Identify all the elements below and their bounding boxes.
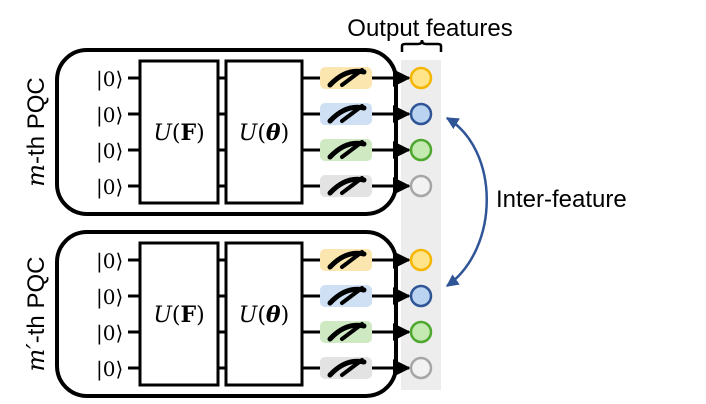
output-feature-node xyxy=(409,66,433,90)
output-feature-node xyxy=(409,320,433,344)
meter-needle-icon xyxy=(340,176,364,195)
meter-needle-icon xyxy=(340,68,364,87)
output-feature-node xyxy=(409,284,433,308)
meter-needle-icon xyxy=(340,286,364,305)
output-features-label: Output features xyxy=(347,15,512,42)
ket-zero: |0⟩ xyxy=(96,139,123,164)
output-feature-node xyxy=(409,138,433,162)
gate-u-theta xyxy=(224,59,304,205)
ket-zero: |0⟩ xyxy=(96,285,123,310)
output-feature-node xyxy=(409,356,433,380)
ket-zero: |0⟩ xyxy=(96,175,123,200)
ket-zero: |0⟩ xyxy=(96,321,123,346)
ket-zero: |0⟩ xyxy=(96,103,123,128)
meter-needle-icon xyxy=(340,104,364,123)
output-feature-node xyxy=(409,174,433,198)
pqc-side-label: m-th PQC xyxy=(22,77,50,186)
ket-zero: |0⟩ xyxy=(96,67,123,92)
meter-needle-icon xyxy=(340,140,364,159)
output-feature-node xyxy=(409,102,433,126)
pqc-side-label: m′-th PQC xyxy=(22,257,50,372)
gate-u-f-label: U(F) xyxy=(153,302,204,328)
gate-u-theta-label: U(θ) xyxy=(239,302,289,328)
ket-zero: |0⟩ xyxy=(96,249,123,274)
meter-needle-icon xyxy=(340,358,364,377)
pqc-frame xyxy=(55,230,398,398)
ket-zero: |0⟩ xyxy=(96,357,123,382)
gate-u-f-label: U(F) xyxy=(153,120,204,146)
gate-u-f xyxy=(138,241,220,387)
meter-needle-icon xyxy=(340,322,364,341)
inter-feature-label: Inter-feature xyxy=(496,186,627,213)
pqc-layer: m-th PQC |0⟩ |0⟩ |0⟩ |0⟩ U(F) U(θ) m′-th PQC |0⟩… xyxy=(22,48,433,398)
output-features-brace xyxy=(400,39,443,52)
pqc-2: m′-th PQC |0⟩ |0⟩ |0⟩ |0⟩ U(F) U(θ) xyxy=(22,230,433,398)
pqc-frame xyxy=(55,48,398,216)
gate-u-theta-label: U(θ) xyxy=(239,120,289,146)
gate-u-f xyxy=(138,59,220,205)
pqc-1: m-th PQC |0⟩ |0⟩ |0⟩ |0⟩ U(F) U(θ) xyxy=(22,48,433,216)
meter-needle-icon xyxy=(340,250,364,269)
gate-u-theta xyxy=(224,241,304,387)
inter-feature-arrow xyxy=(445,116,488,288)
output-feature-node xyxy=(409,248,433,272)
